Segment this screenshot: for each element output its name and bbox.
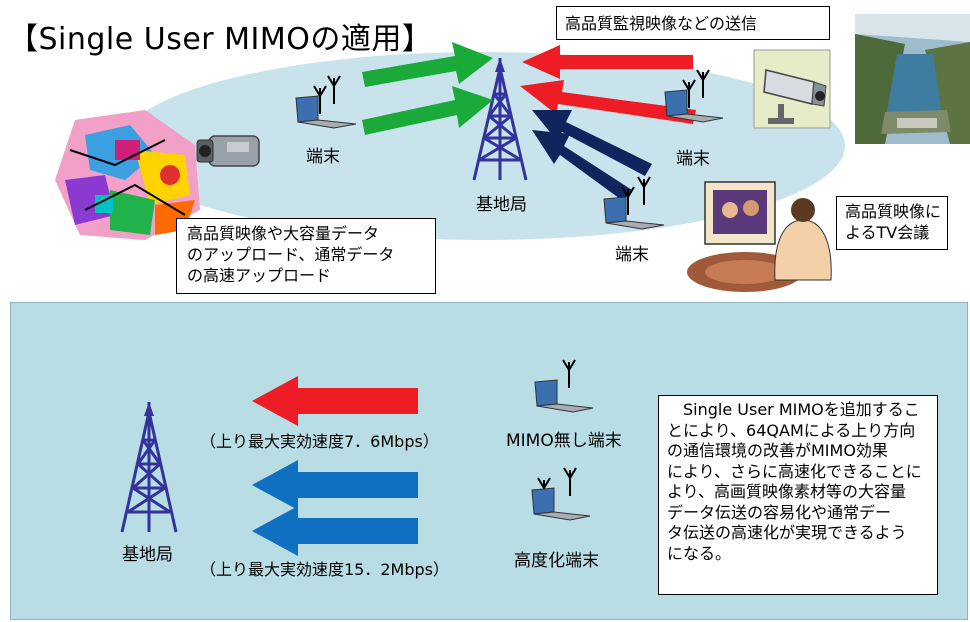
description-line: より、高画質映像素材等の大容量 — [667, 482, 907, 501]
tv-conference-clipart — [687, 181, 832, 292]
navy-uplink-arrow-lower — [532, 130, 632, 201]
red-uplink-arrow-lower — [520, 80, 696, 124]
laptop-antenna-icon — [534, 359, 594, 413]
tower-icon — [120, 402, 178, 533]
green-uplink-arrow-upper — [362, 42, 493, 87]
red-uplink-arrow-upper — [522, 45, 693, 79]
laptop-antenna-icon — [603, 176, 665, 230]
callout-upload: 高品質映像や大容量データ のアップロード、通常データ の高速アップロード — [176, 218, 436, 294]
callout-upload-line-1: 高品質映像や大容量データ — [187, 224, 380, 243]
callout-upload-line-2: のアップロード、通常データ — [187, 245, 395, 264]
description-box: Single User MIMOを追加するこ とにより、64QAMによる上り方向… — [658, 395, 938, 595]
navy-uplink-arrow-upper — [532, 110, 652, 176]
base-station-label-bottom: 基地局 — [122, 545, 173, 565]
dam-photo — [855, 14, 970, 144]
terminal-left-label: 端末 — [306, 147, 340, 167]
description-line: により、さらに高速化できることに — [667, 461, 922, 481]
terminal-advanced-label: 高度化端末 — [514, 551, 599, 571]
speed-advanced: （上り最大実効速度15．2Mbps） — [200, 560, 449, 579]
description-line: タ伝送の高速化が実現できるよう — [667, 523, 907, 542]
callout-surveillance: 高品質監視映像などの送信 — [556, 6, 830, 40]
callout-tv-conference: 高品質映像に よるTV会議 — [836, 196, 948, 250]
speed-no-mimo: （上り最大実効速度7．6Mbps） — [200, 432, 439, 451]
blue-arrow-advanced-lower — [252, 506, 418, 556]
terminal-bottom-label: 端末 — [615, 245, 649, 265]
tower-icon — [472, 58, 528, 181]
callout-upload-line-3: の高速アップロード — [187, 266, 332, 285]
callout-tv-line-2: よるTV会議 — [845, 223, 930, 242]
blue-arrow-advanced-upper — [252, 460, 418, 510]
terminal-right-label: 端末 — [676, 149, 710, 169]
page-title: 【Single User MIMOの適用】 — [8, 22, 433, 57]
collage-clipart — [55, 110, 200, 240]
description-line: とにより、64QAMによる上り方向 — [667, 420, 916, 440]
laptop-antenna-icon — [295, 75, 357, 129]
red-arrow-no-mimo — [252, 376, 418, 426]
description-line: になる。 — [667, 543, 732, 563]
description-line: の通信環境の改善がMIMO効果 — [667, 441, 888, 460]
base-station-label-top: 基地局 — [476, 195, 527, 215]
description-line: Single User MIMOを追加するこ — [667, 400, 920, 419]
laptop-antenna-icon — [531, 467, 591, 521]
description-line: データ伝送の容易化や通常デー — [667, 502, 892, 522]
callout-tv-line-1: 高品質映像に — [845, 202, 942, 221]
video-camera-icon — [196, 135, 260, 167]
security-camera-icon — [753, 49, 831, 129]
terminal-no-mimo-label: MIMO無し端末 — [506, 431, 622, 451]
green-uplink-arrow-lower — [362, 86, 493, 135]
laptop-antenna-icon — [664, 69, 724, 123]
